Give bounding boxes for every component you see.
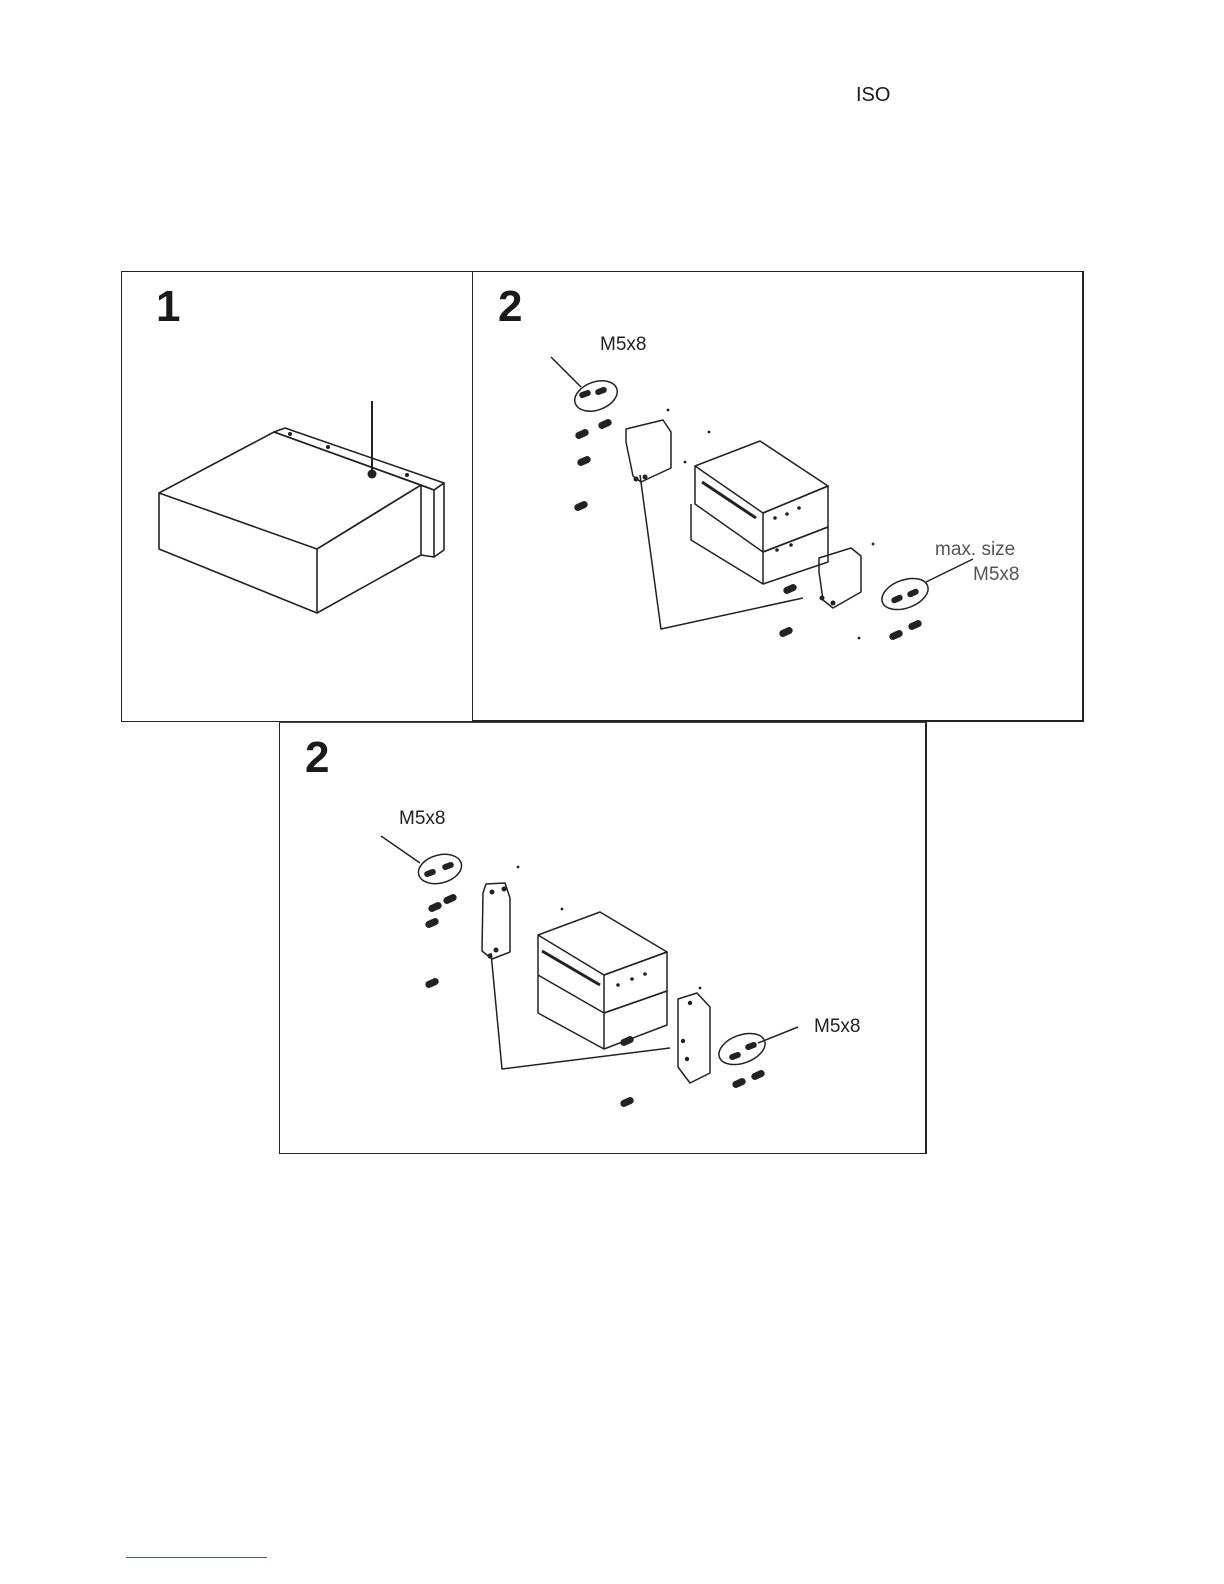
mounting-bracket-illustration-b (280, 723, 928, 1155)
release-point-icon (368, 470, 377, 479)
screw-callout-right (878, 573, 933, 616)
step-1-panel: 1 (121, 271, 473, 722)
screw-callout-top-b (415, 850, 465, 888)
step-2-panel-b: 2 M5x8 M5x8 (279, 722, 927, 1154)
screw-icon-group-b (423, 861, 765, 1108)
screw-callout-top (571, 375, 622, 416)
radio-unit-illustration (122, 272, 474, 723)
screw-callout-right-b (715, 1028, 770, 1071)
mounting-bracket-illustration (473, 272, 1085, 723)
step-2-panel-a: 2 M5x8 max. size M5x8 (472, 271, 1084, 722)
iso-label: ISO (856, 84, 890, 107)
footer-rule (126, 1557, 267, 1558)
